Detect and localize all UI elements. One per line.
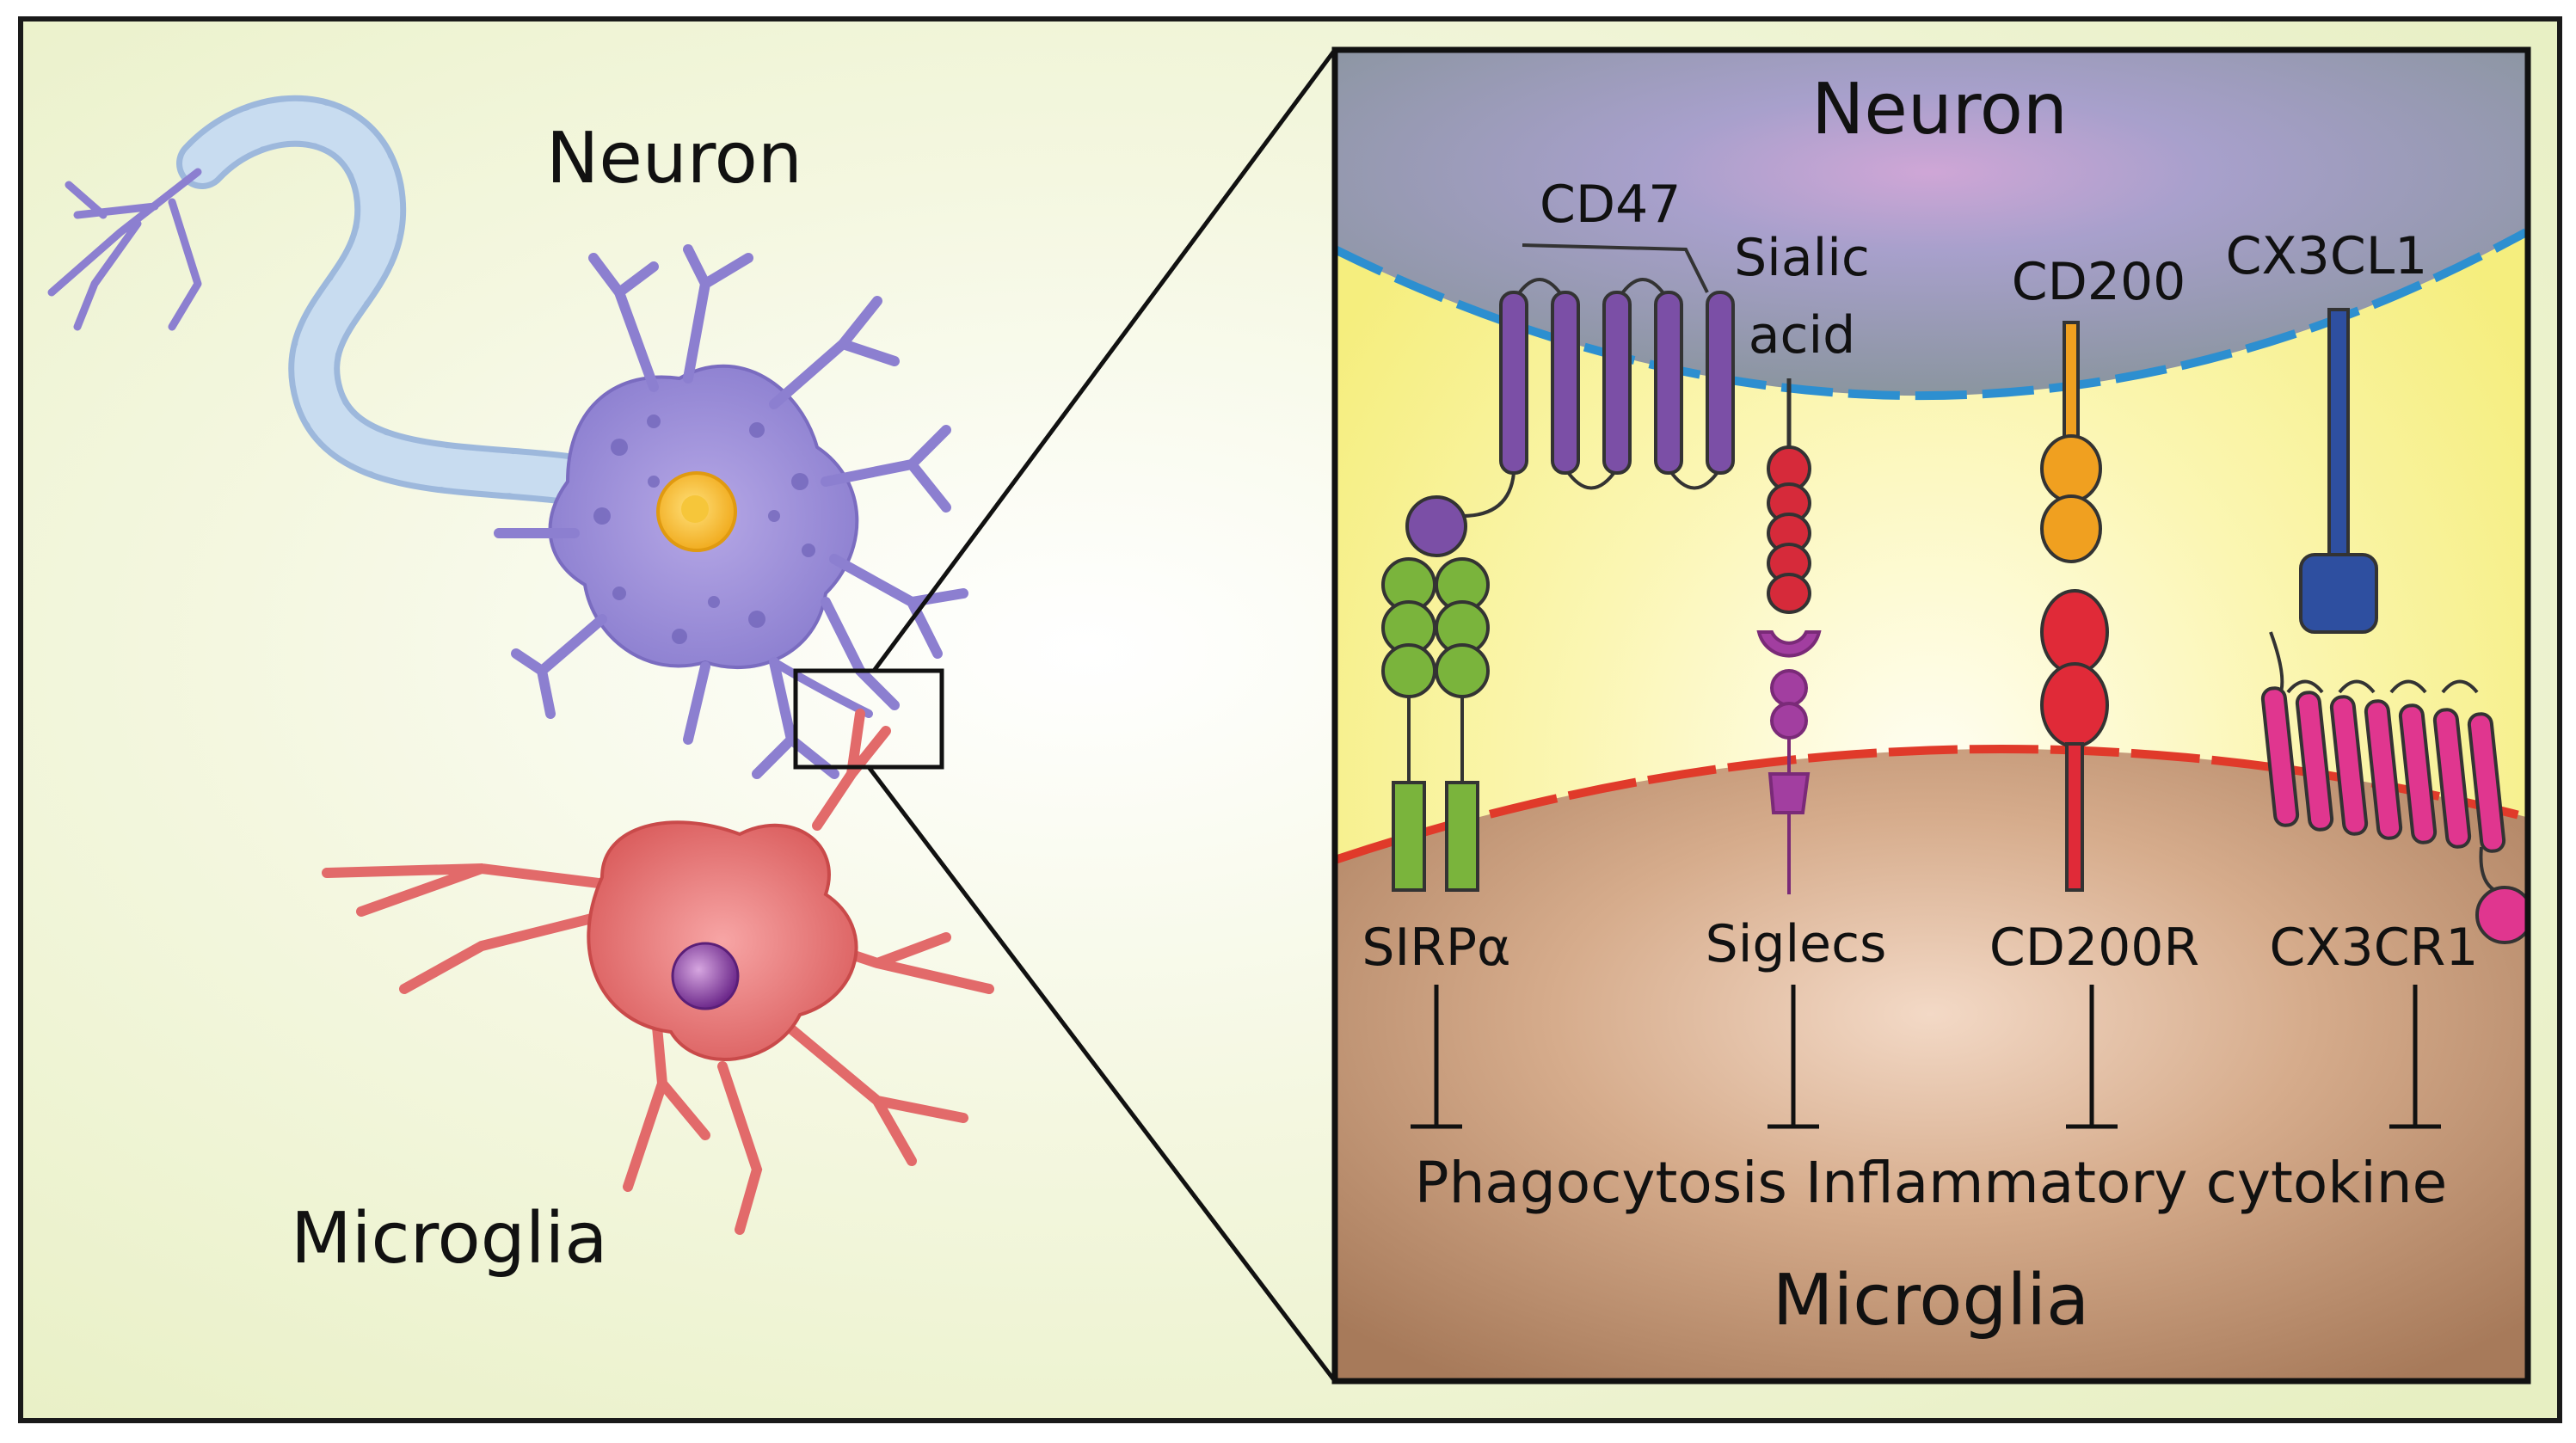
axon-terminal-branches [47,168,202,331]
cx3cr1-protein [2260,631,2526,944]
zoom-panel-border [1331,46,2531,1385]
label-cx3cl1: CX3CL1 [2226,226,2428,286]
left-microglia-label: Microglia [291,1198,608,1280]
inhibition-arrows [1411,985,2441,1129]
cd47-loops [1512,278,1722,490]
sialic-acid-chain [1767,378,1811,614]
cx3cl1-protein [2299,308,2378,634]
microglia-illustration [322,709,994,1235]
zoom-microglia-label: Microglia [1773,1260,2090,1342]
label-cx3cr1: CX3CR1 [2270,918,2479,978]
cd47-protein [1405,243,1735,557]
label-sirpa: SIRPα [1362,918,1510,978]
label-sialic-line2: acid [1749,305,1856,365]
microglia-nucleus [671,942,740,1010]
cd47-ig-domain [1405,495,1467,557]
neuron-nucleolus [681,495,709,523]
label-siglecs: Siglecs [1706,914,1887,974]
neuron-dendrites [494,244,968,779]
neuron-illustration [47,95,968,779]
zoom-connector-bottom [867,765,1337,1383]
zoom-connector-top [871,48,1337,672]
cd200r-protein [2040,589,2109,892]
soma-granules [593,414,815,644]
microglia-processes [322,709,994,1235]
cd47-label-bracket [1522,243,1709,293]
zoom-neuron-label: Neuron [1811,69,2068,150]
outcome-text: Phagocytosis Inflammatory cytokine [1415,1150,2447,1216]
zoom-panel [1335,52,2526,1380]
sirpa-protein [1381,557,1490,892]
label-cd47: CD47 [1540,175,1681,235]
axon-myelin-lines [182,101,605,501]
cx3cr1-c-terminal [2475,886,2526,944]
label-sialic-line1: Sialic [1734,228,1870,288]
label-cd200r: CD200R [1989,918,2199,978]
microglia-membrane-region [1335,748,2526,1380]
neuron-membrane-region [1335,52,2526,396]
microglia-body [587,820,858,1061]
label-cd200: CD200 [2012,252,2186,312]
cd200-protein [2040,321,2102,563]
neuron-membrane [1335,228,2526,401]
left-neuron-label: Neuron [546,118,802,200]
siglec-protein [1756,630,1822,894]
